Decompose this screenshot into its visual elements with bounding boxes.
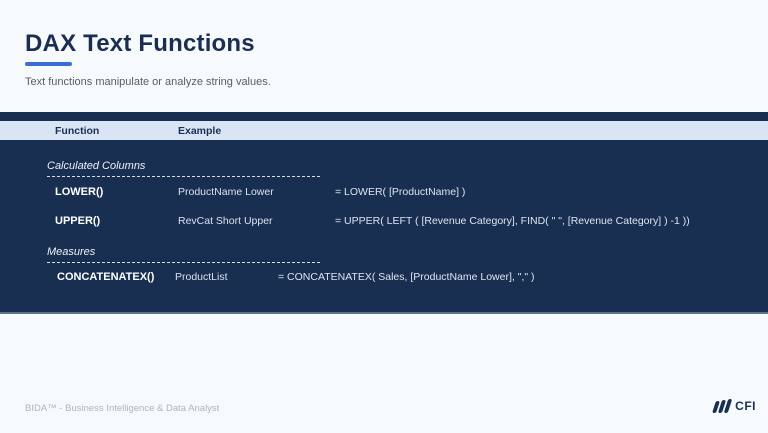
subtitle: Text functions manipulate or analyze str… bbox=[25, 76, 271, 88]
table-top-bar bbox=[0, 112, 768, 121]
table-body: Calculated Columns LOWER() ProductName L… bbox=[0, 140, 768, 314]
page-title: DAX Text Functions bbox=[25, 30, 255, 57]
cfi-logo: CFI bbox=[712, 399, 756, 413]
example-name: ProductList bbox=[175, 271, 228, 283]
function-name: CONCATENATEX() bbox=[57, 271, 155, 283]
formula-text: = UPPER( LEFT ( [Revenue Category], FIND… bbox=[335, 215, 690, 227]
cfi-logo-bars-icon bbox=[712, 399, 733, 413]
footer-course-label: BIDA™ - Business Intelligence & Data Ana… bbox=[25, 403, 220, 414]
formula-text: = CONCATENATEX( Sales, [ProductName Lowe… bbox=[278, 271, 535, 283]
example-name: RevCat Short Upper bbox=[178, 215, 273, 227]
table-row: LOWER() ProductName Lower = LOWER( [Prod… bbox=[0, 186, 768, 200]
column-header-function: Function bbox=[55, 124, 100, 137]
section-divider bbox=[47, 262, 320, 263]
example-name: ProductName Lower bbox=[178, 186, 274, 198]
table-row: CONCATENATEX() ProductList = CONCATENATE… bbox=[0, 271, 768, 285]
section-label-measures: Measures bbox=[47, 246, 96, 258]
column-header-example: Example bbox=[178, 124, 222, 137]
function-name: LOWER() bbox=[55, 186, 104, 198]
cfi-logo-text: CFI bbox=[735, 399, 756, 413]
header: DAX Text Functions Text functions manipu… bbox=[25, 30, 271, 88]
section-divider bbox=[47, 176, 320, 177]
section-label-calculated-columns: Calculated Columns bbox=[47, 160, 146, 172]
table-header-row: Function Example bbox=[0, 121, 768, 140]
function-name: UPPER() bbox=[55, 215, 101, 227]
formula-text: = LOWER( [ProductName] ) bbox=[335, 186, 466, 198]
title-accent-underline bbox=[25, 62, 72, 66]
table-row: UPPER() RevCat Short Upper = UPPER( LEFT… bbox=[0, 215, 768, 229]
